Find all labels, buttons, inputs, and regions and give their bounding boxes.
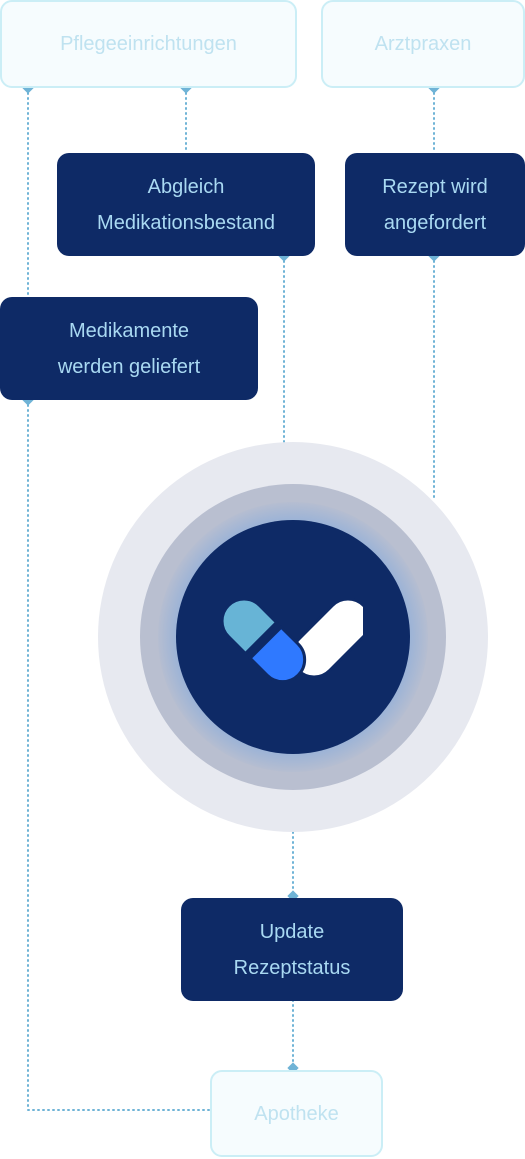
node-arztpraxen: Arztpraxen bbox=[321, 0, 525, 88]
pill-heart-logo-icon bbox=[223, 597, 363, 684]
node-update-label: Update Rezeptstatus bbox=[233, 920, 351, 979]
node-apotheke-label: Apotheke bbox=[254, 1102, 339, 1125]
node-update-rezeptstatus: Update Rezeptstatus bbox=[181, 898, 403, 1001]
node-pflegeeinrichtungen: Pflegeeinrichtungen bbox=[0, 0, 297, 88]
hub-circle bbox=[98, 442, 488, 832]
node-rezept-wird-angefordert: Rezept wird angefordert bbox=[345, 153, 525, 256]
node-abgleich-label: Abgleich Medikationsbestand bbox=[97, 175, 275, 234]
node-rezept-label: Rezept wird angefordert bbox=[382, 175, 488, 234]
node-arztpraxen-label: Arztpraxen bbox=[374, 33, 472, 55]
node-abgleich-medikationsbestand: Abgleich Medikationsbestand bbox=[57, 153, 315, 256]
node-apotheke: Apotheke bbox=[210, 1070, 383, 1157]
node-medikamente-werden-geliefert: Medikamente werden geliefert bbox=[0, 297, 258, 400]
node-pflegeeinrichtungen-label: Pflegeeinrichtungen bbox=[60, 33, 237, 55]
node-medikamente-label: Medikamente werden geliefert bbox=[57, 319, 201, 378]
